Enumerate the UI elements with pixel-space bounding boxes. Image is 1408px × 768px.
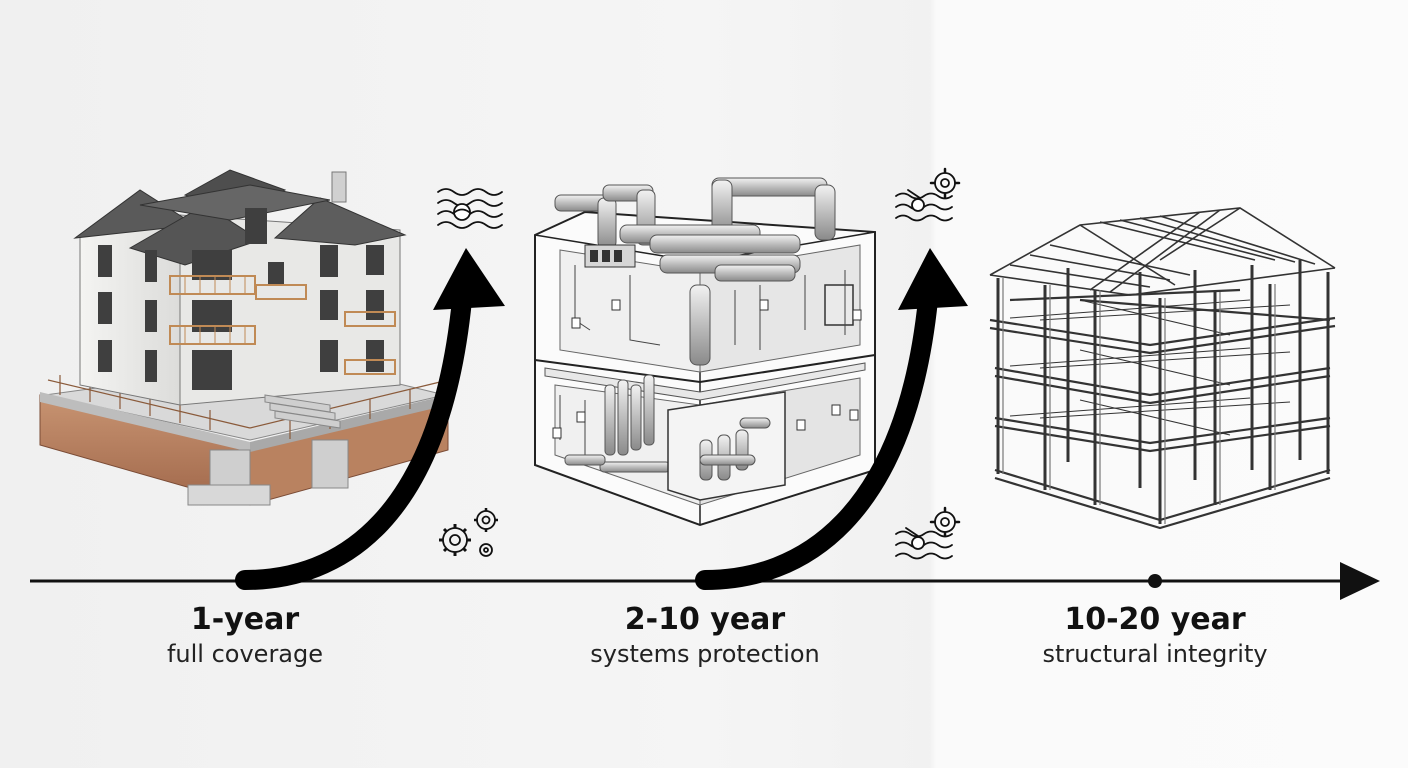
water-gear-icon <box>895 506 961 560</box>
timeline-marker-3 <box>1148 574 1162 588</box>
stage-label-3: 10-20 year structural integrity <box>1005 602 1305 670</box>
growth-arrow-1-head <box>433 248 505 310</box>
stage-title: 2-10 year <box>624 602 786 637</box>
stage-title: 10-20 year <box>1064 602 1246 637</box>
stage-subtitle: full coverage <box>166 640 324 668</box>
stage-label-2: 2-10 year systems protection <box>555 602 855 670</box>
stage-subtitle: systems protection <box>590 640 820 668</box>
growth-arrow-1 <box>235 290 472 590</box>
gears-icon <box>439 508 498 557</box>
stage-title: 1-year <box>190 602 300 637</box>
timeline-arrowhead <box>1340 562 1380 600</box>
timeline <box>30 248 1380 600</box>
stage-subtitle: structural integrity <box>1042 640 1268 668</box>
water-gear-icon <box>895 167 961 222</box>
structural-frame-illustration <box>989 207 1336 530</box>
house-illustration <box>39 169 449 506</box>
stage-label-1: 1-year full coverage <box>130 602 360 670</box>
water-icon <box>437 188 503 229</box>
growth-arrow-2-head <box>898 248 968 310</box>
growth-arrow-2 <box>695 290 938 590</box>
building-systems-illustration <box>534 177 876 527</box>
